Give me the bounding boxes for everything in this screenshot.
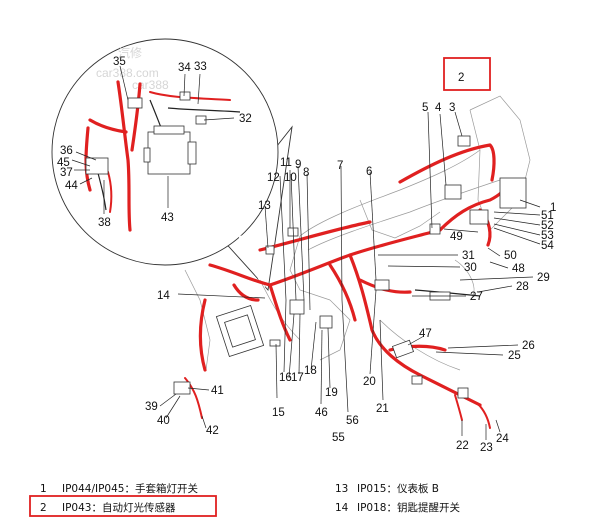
callout-6: 6	[366, 166, 372, 178]
callout-41: 41	[211, 385, 224, 397]
highlight-box-callout-2	[443, 57, 491, 91]
callout-35: 35	[113, 56, 126, 68]
callout-51: 51	[541, 210, 554, 222]
callout-2: 2	[458, 72, 464, 84]
legend: 1 IP044/IP045：手套箱灯开关 2 IP043：自动灯光传感器 13 …	[29, 482, 460, 517]
connector-44	[85, 157, 109, 175]
callout-10: 10	[284, 172, 297, 184]
callout-47: 47	[419, 328, 432, 340]
callout-25: 25	[508, 350, 521, 362]
callout-16: 16	[279, 372, 292, 384]
legend-num-13: 13	[335, 483, 348, 495]
callout-23: 23	[480, 442, 493, 454]
callout-38: 38	[98, 217, 111, 229]
callout-21: 21	[376, 403, 389, 415]
callout-29: 29	[537, 272, 550, 284]
callout-48: 48	[512, 263, 525, 275]
callout-9: 9	[295, 159, 301, 171]
callout-49: 49	[450, 231, 463, 243]
callout-13: 13	[258, 200, 271, 212]
callout-8: 8	[303, 167, 309, 179]
legend-text-1: IP044/IP045：手套箱灯开关	[62, 482, 198, 495]
callout-31: 31	[462, 250, 475, 262]
callout-53: 53	[541, 230, 554, 242]
callout-45: 45	[57, 157, 70, 169]
callout-26: 26	[522, 340, 535, 352]
callout-46: 46	[315, 407, 328, 419]
callout-50: 50	[504, 250, 517, 262]
callout-32: 32	[239, 113, 252, 125]
callout-33: 33	[194, 61, 207, 73]
callout-15: 15	[272, 407, 285, 419]
callout-5: 5	[422, 102, 428, 114]
relay-box-right	[499, 177, 527, 209]
legend-text-13: IP015：仪表板 B	[357, 482, 439, 495]
callout-36: 36	[60, 145, 73, 157]
callout-40: 40	[157, 415, 170, 427]
callout-24: 24	[496, 433, 509, 445]
callout-12: 12	[267, 172, 280, 184]
callout-55: 55	[332, 432, 345, 444]
legend-text-14: IP018：钥匙提醒开关	[357, 501, 460, 514]
callout-22: 22	[456, 440, 469, 452]
legend-num-14: 14	[335, 502, 349, 514]
callout-numbers: 1 2 3 4 5 6 7 8 9 10 11 12 13 14 15 16 1…	[57, 56, 556, 454]
callout-14: 14	[157, 290, 170, 302]
callout-56: 56	[346, 415, 359, 427]
callout-19: 19	[325, 387, 338, 399]
watermark-text-2: car388.com	[96, 66, 159, 80]
callout-52: 52	[541, 220, 554, 232]
callout-54: 54	[541, 240, 554, 252]
callout-34: 34	[178, 62, 191, 74]
legend-num-1: 1	[40, 483, 47, 495]
callout-44: 44	[65, 180, 78, 192]
watermark-text-3: car388	[132, 78, 169, 92]
callout-39: 39	[145, 401, 158, 413]
callout-43: 43	[161, 212, 174, 224]
callout-27: 27	[470, 291, 483, 303]
callout-20: 20	[363, 376, 376, 388]
callout-18: 18	[304, 365, 317, 377]
leader-lines	[159, 111, 541, 440]
module-43-body	[147, 131, 191, 175]
zoom-detail-view: 汽修 car388.com car388	[51, 38, 293, 292]
callout-37: 37	[60, 167, 73, 179]
callout-42: 42	[206, 425, 219, 437]
watermark-text-1: 汽修	[118, 45, 142, 60]
callout-4: 4	[435, 102, 442, 114]
callout-17: 17	[291, 372, 304, 384]
legend-highlight-box	[29, 495, 217, 517]
callout-3: 3	[449, 102, 455, 114]
callout-7: 7	[337, 160, 343, 172]
legend-text-2: IP043：自动灯光传感器	[62, 501, 176, 514]
legend-num-2: 2	[40, 502, 47, 514]
callout-11: 11	[280, 157, 292, 169]
callout-1: 1	[550, 202, 556, 214]
callout-30: 30	[464, 262, 477, 274]
callout-28: 28	[516, 281, 529, 293]
